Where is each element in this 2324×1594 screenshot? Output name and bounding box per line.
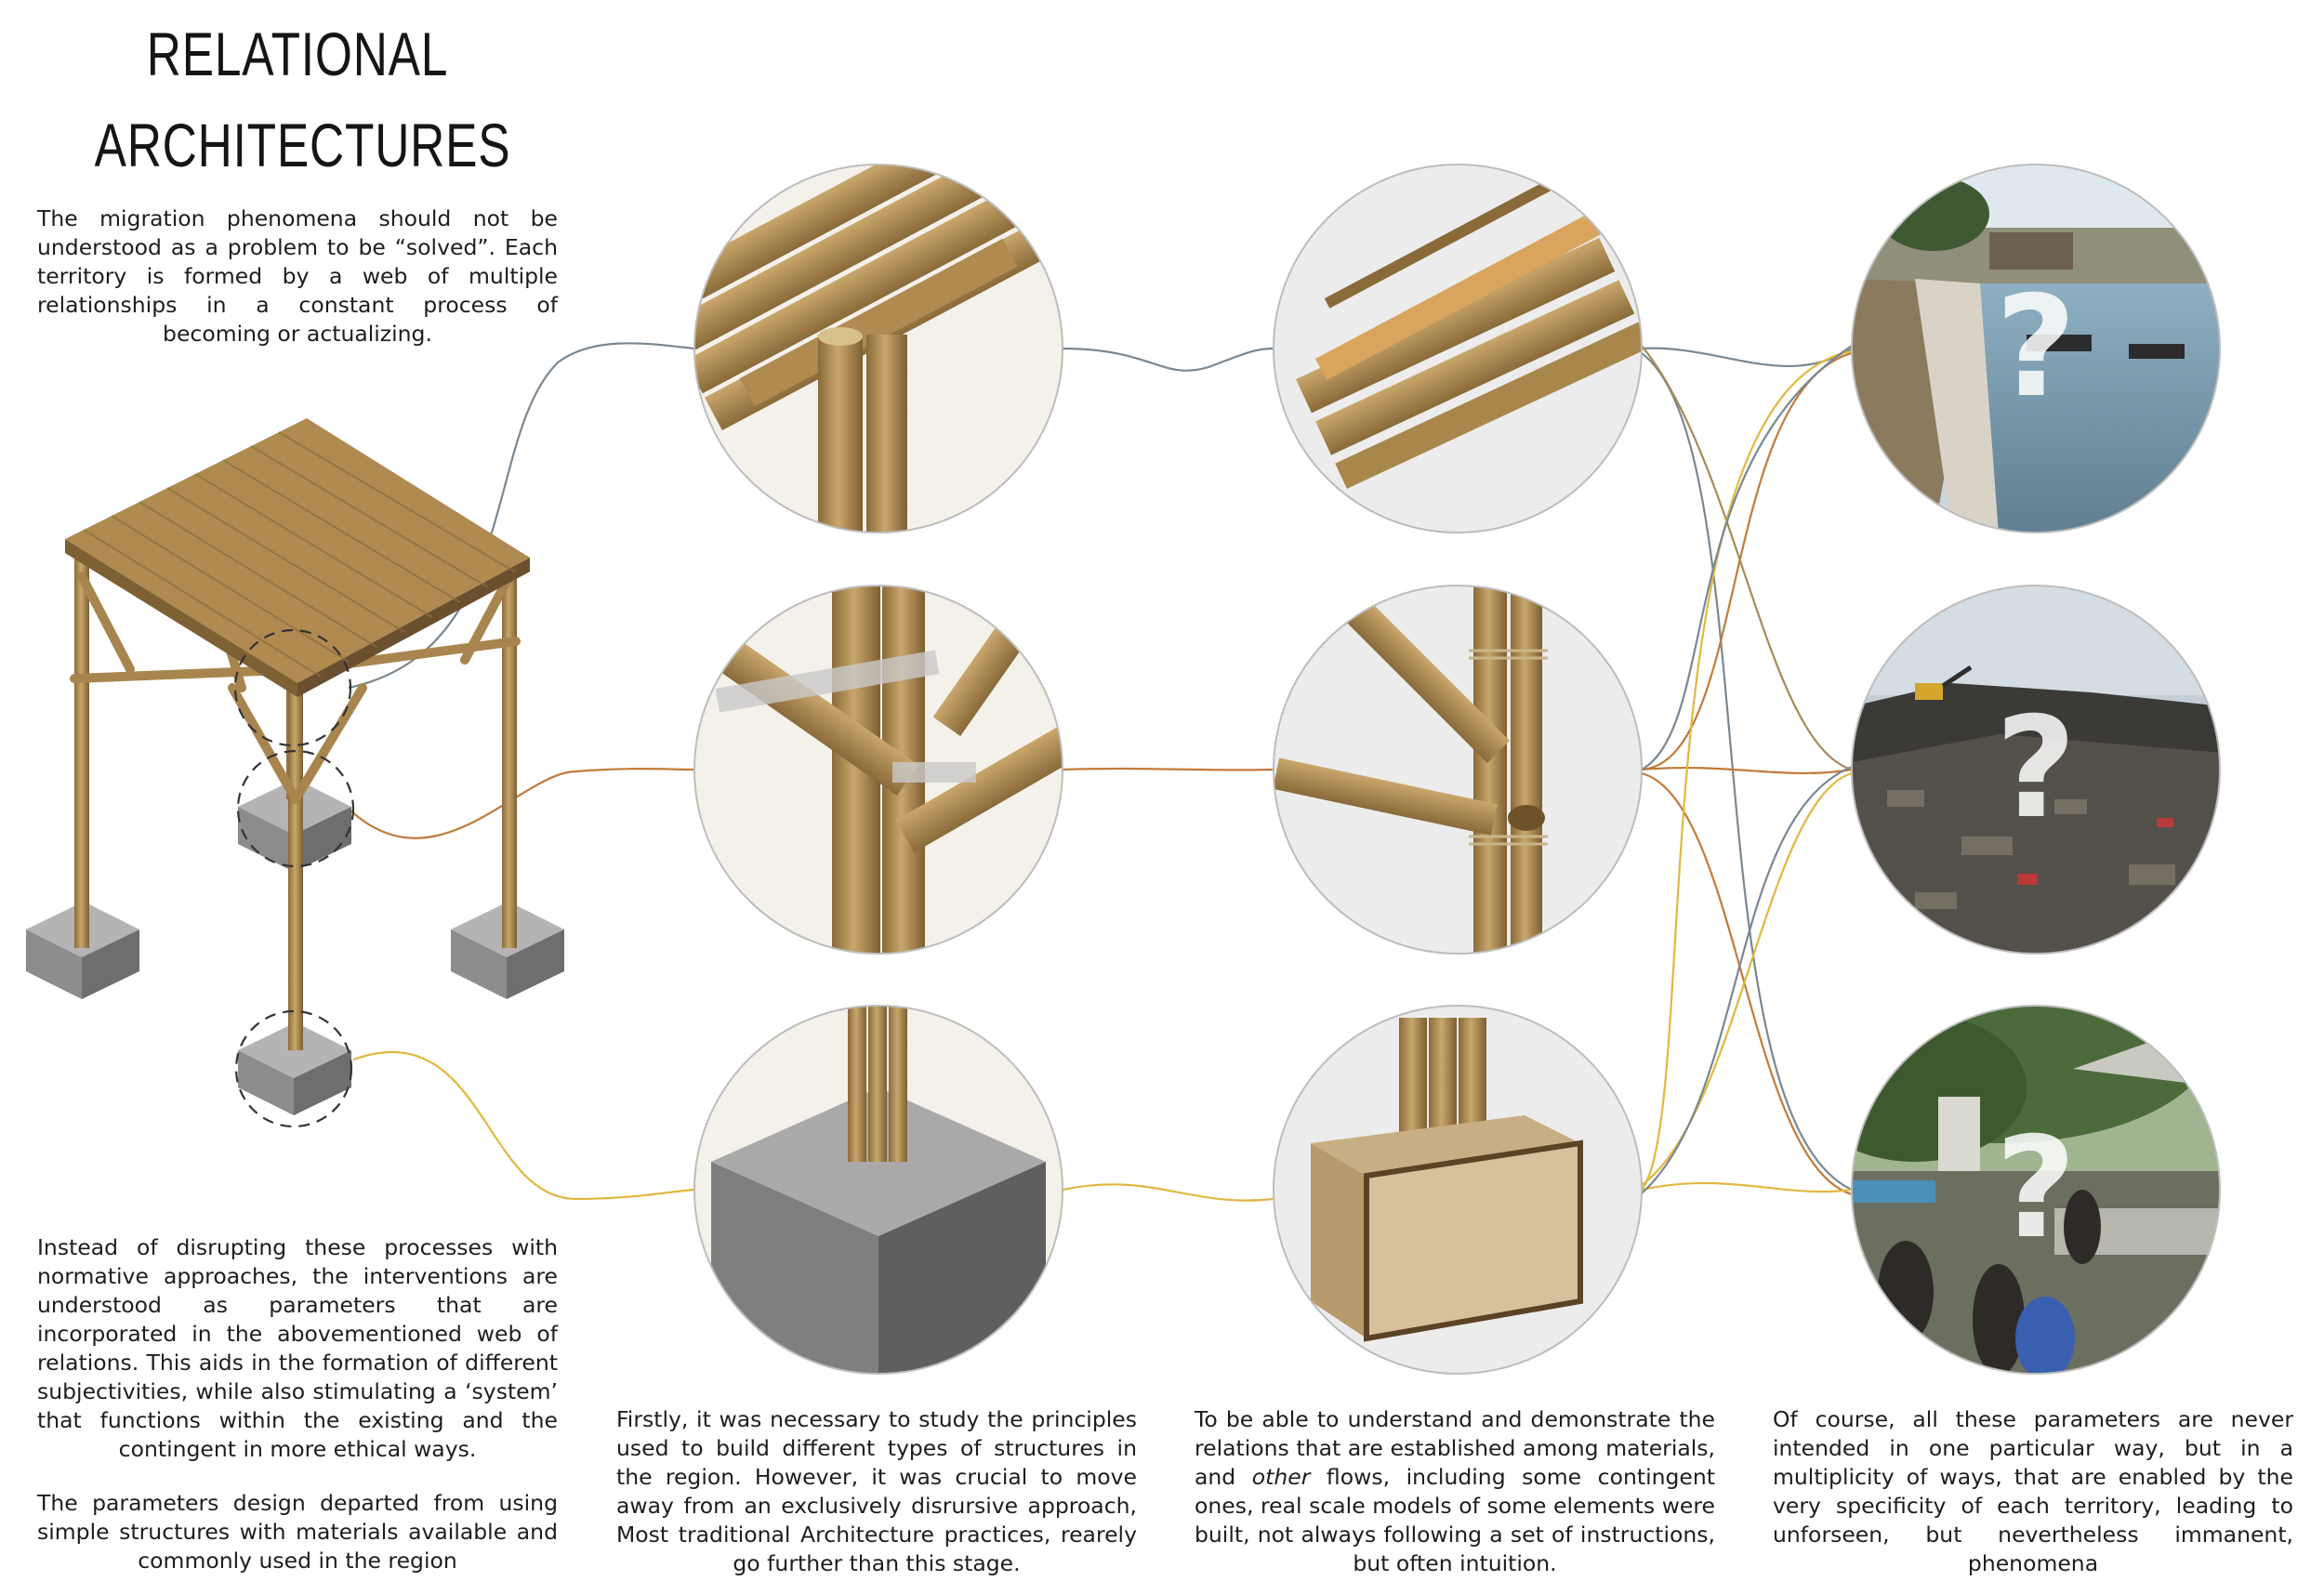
link-model3-to-photo3 [1641,1181,1853,1193]
models-text-start: To be able to understand and demonstrate… [1195,1406,1715,1490]
detail-render-post-joint [693,585,1063,955]
title-line-1: RELATIONAL [146,20,449,88]
interventions-paragraph: Instead of disrupting these processes wi… [37,1234,558,1462]
photo-bamboo-tied-joint [1273,585,1643,955]
link-model3-to-photo1 [1641,349,1853,1191]
link-model2-to-photo1 [1641,351,1853,771]
intro-paragraph: The migration phenomena should not be un… [37,205,558,347]
link-cross-gray-2 [1641,765,1853,1194]
question-mark-2: ? [1995,688,2076,850]
models-text-end: flows, including some contingent ones, r… [1195,1464,1715,1576]
post-right [502,558,517,948]
question-mark-3: ? [1995,1108,2076,1270]
photo-river-crossing: ? [1851,164,2221,534]
models-paragraph: To be able to understand and demonstrate… [1195,1405,1715,1578]
photo-bamboo-roof-model [1273,164,1643,534]
link-mid-joint-to-model [1062,767,1274,771]
principles-paragraph: Firstly, it was necessary to study the p… [616,1406,1137,1576]
phenomena-paragraph: Of course, all these parameters are neve… [1773,1406,2293,1576]
photo-waste-landfill: ? [1851,585,2221,955]
post-front [288,688,303,1050]
link-footing-to-base [352,1051,695,1201]
post-left [74,558,89,948]
question-mark-1: ? [1995,267,2076,428]
photo-market-under-tree: ? [1851,1005,2221,1375]
link-model3-to-photo2 [1641,771,1853,1186]
bamboo-pavilion-illustration [26,418,564,1128]
models-text-emphasis: other [1251,1464,1311,1490]
detail-render-footing [693,1005,1063,1375]
callout-footing [234,1009,353,1128]
link-post-to-mid-joint [348,768,695,839]
link-model2-to-photo2 [1641,766,1853,775]
link-base-to-model [1062,1183,1274,1202]
link-model1-to-photo2 [1641,345,1853,771]
title-line-2: ARCHITECTURES [94,111,511,179]
link-top-joint-to-model [1062,347,1274,372]
callout-roof-joint [233,628,352,747]
link-roof-to-top-joint [348,342,695,690]
connection-lines [348,342,1853,1202]
callout-post-joint [236,749,355,868]
detail-render-roof-joint [693,164,1063,534]
photo-bamboo-box-model [1273,1005,1643,1375]
corrugated-roof [65,418,530,697]
link-cross-gray [1641,345,1853,771]
parameters-paragraph: The parameters design departed from usin… [37,1490,558,1574]
link-model1-to-photo3 [1641,352,1853,1191]
